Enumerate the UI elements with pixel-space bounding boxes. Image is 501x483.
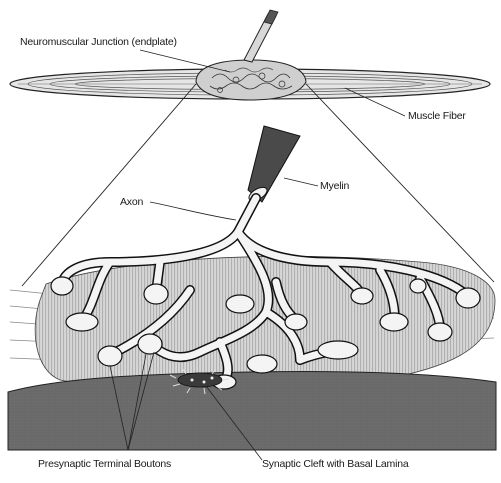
label-neuromuscular-junction: Neuromuscular Junction (endplate) — [20, 36, 177, 48]
bouton — [380, 313, 408, 331]
upper-nerve — [244, 10, 278, 62]
endplate — [196, 60, 306, 100]
bouton — [247, 355, 277, 373]
label-axon: Axon — [120, 196, 143, 208]
bouton — [66, 313, 98, 331]
bouton — [410, 279, 426, 293]
bouton — [51, 277, 73, 295]
leader-myelin — [284, 178, 318, 186]
bouton — [456, 288, 480, 308]
bouton — [144, 284, 168, 304]
label-presynaptic-boutons: Presynaptic Terminal Boutons — [38, 458, 171, 470]
bouton — [285, 314, 307, 330]
bouton — [351, 288, 373, 304]
myelinated-axon — [247, 126, 300, 203]
bouton — [318, 341, 358, 359]
label-myelin: Myelin — [320, 180, 349, 192]
leader-nmj — [140, 50, 230, 72]
bouton — [226, 295, 254, 313]
postsynaptic-muscle — [8, 371, 496, 450]
label-synaptic-cleft: Synaptic Cleft with Basal Lamina — [262, 458, 409, 470]
bouton — [138, 334, 162, 354]
bouton — [98, 346, 122, 366]
label-muscle-fiber: Muscle Fiber — [408, 110, 466, 122]
leader-axon — [150, 202, 236, 220]
bouton — [428, 323, 452, 341]
